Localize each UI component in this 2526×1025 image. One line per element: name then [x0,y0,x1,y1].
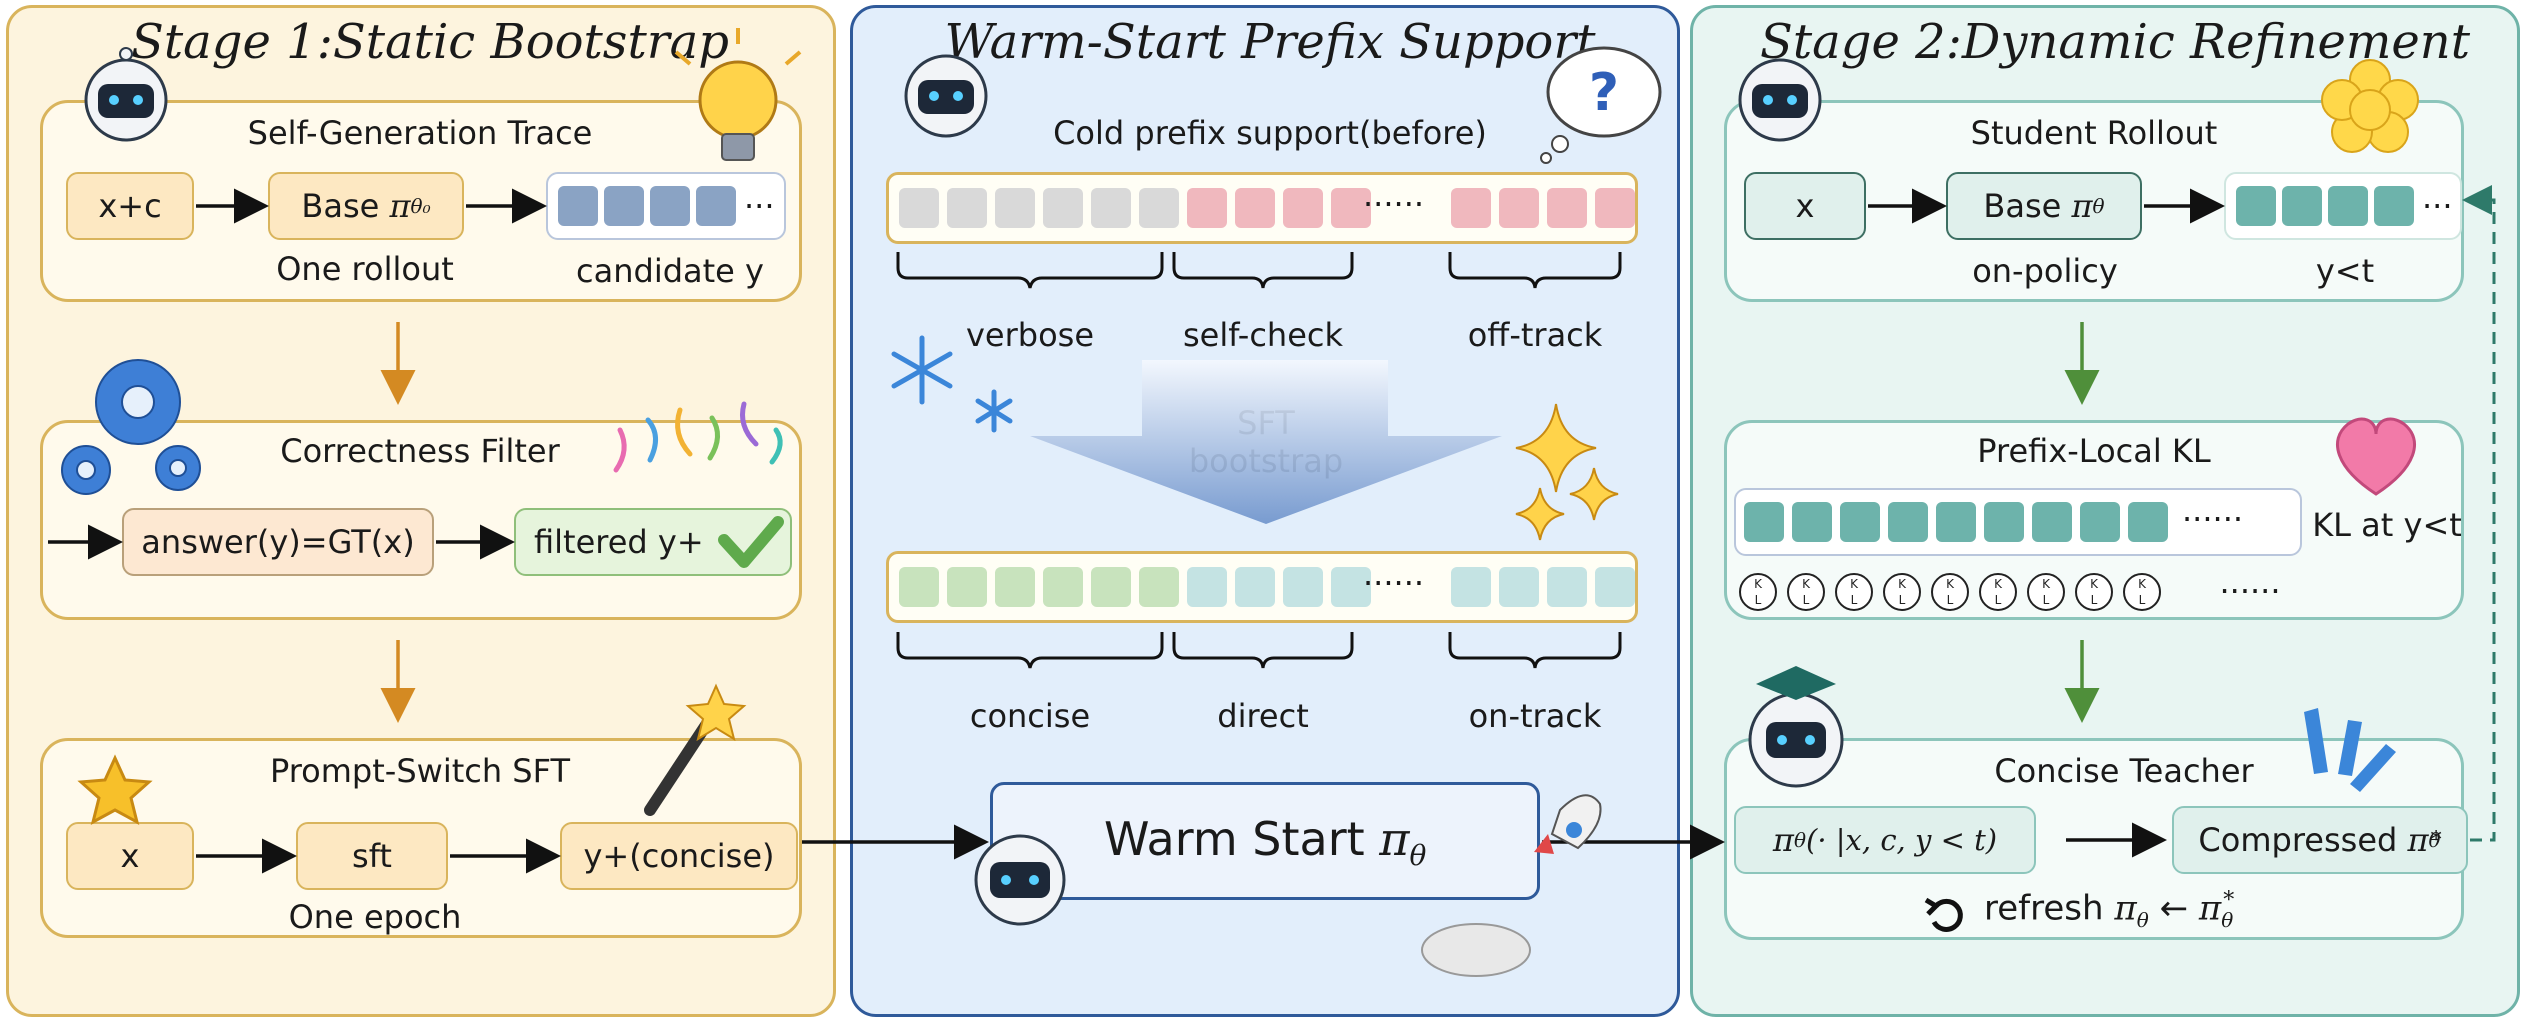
kl-dots: ······ [2219,572,2281,610]
prefix-label: y<t [2315,252,2375,290]
concise-label: concise [969,697,1091,735]
rollout-input-box: x [1744,172,1866,240]
bootstrap-label-1: SFT [1237,404,1295,442]
sft-output-box: y+(concise) [560,822,798,890]
sft-box: sft [296,822,448,890]
warm-tokens [899,567,1371,607]
bootstrap-label-2: bootstrap [1188,442,1344,480]
cold-tokens [899,188,1371,228]
refresh-label: refresh πθ ← πθ* [1984,888,2235,933]
cold-token-strip: ······ [886,172,1638,244]
sft-input-box: x [66,822,194,890]
self-check-label: self-check [1183,316,1343,354]
candidate-token-box: ··· [546,172,786,240]
filter-check-box: answer(y)=GT(x) [122,508,434,576]
sft-title: Prompt-Switch SFT [269,752,570,790]
direct-label: direct [1217,697,1309,735]
candidate-label: candidate y [576,252,764,290]
on-track-label: on-track [1468,697,1602,735]
filtered-output-box: filtered y+ [514,508,792,576]
kl-title: Prefix-Local KL [1977,432,2211,470]
trace-title: Self-Generation Trace [247,114,593,152]
warm-token-strip: ······ [886,551,1638,623]
verbose-label: verbose [965,316,1095,354]
stage2-title: Stage 2:Dynamic Refinement [1759,14,2471,70]
teacher-title: Concise Teacher [1994,752,2254,790]
one-epoch-label: One epoch [288,898,462,936]
kl-token-strip: ······ [1734,488,2302,556]
prefix-token-box: ··· [2224,172,2462,240]
trace-input-box: x+c [66,172,194,240]
warm-start-title: Warm-Start Prefix Support [944,14,1596,70]
stage1-title: Stage 1:Static Bootstrap [130,14,730,70]
cold-prefix-label: Cold prefix support(before) [1053,114,1487,152]
off-track-label: off-track [1467,316,1603,354]
one-rollout-label: One rollout [276,250,454,288]
warm-start-label: Warm Start πθ [1104,812,1427,873]
prefix-tokens [2236,186,2414,226]
on-policy-label: on-policy [1972,252,2118,290]
candidate-tokens [558,186,736,226]
filter-title: Correctness Filter [280,432,560,470]
rollout-title: Student Rollout [1970,114,2218,152]
kl-side-label: KL at y<t [2312,506,2462,544]
